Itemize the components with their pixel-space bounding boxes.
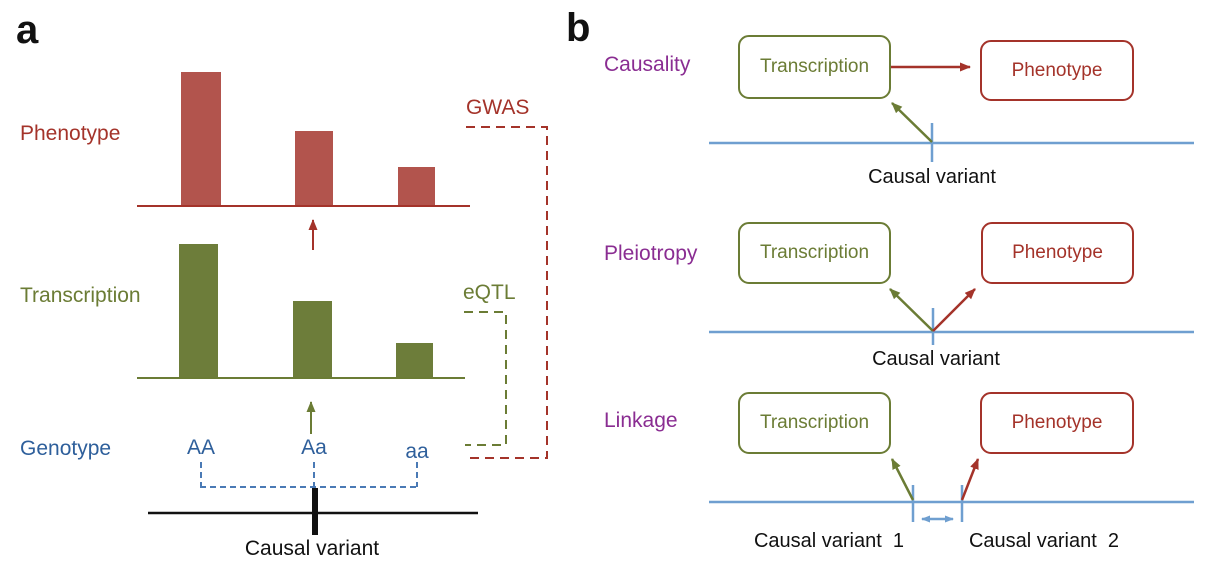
transcription-bar-aa: [396, 343, 433, 378]
panel-a-letter: a: [16, 8, 39, 52]
eqtl-label: eQTL: [463, 281, 516, 304]
b3-arrow-variant1-to-transcription: [890, 458, 915, 501]
genotype-aa-label: aa: [405, 440, 429, 463]
b1-arrow-variant-to-transcription: [891, 102, 933, 143]
phenotype-bar-AA: [181, 72, 221, 206]
b3-transcription-box: Transcription: [738, 392, 891, 454]
b3-arrow-variant2-to-phenotype: [960, 458, 980, 501]
b2-transcription-box-label: Transcription: [759, 242, 870, 263]
transcription-row-label: Transcription: [20, 284, 141, 307]
b1-causal-variant-label: Causal variant: [868, 166, 996, 188]
b3-transcription-box-label: Transcription: [759, 412, 870, 433]
phenotype-bar-Aa: [295, 131, 333, 206]
eqtl-dashed-bracket: [464, 311, 507, 446]
genotype-row-label: Genotype: [20, 437, 112, 460]
b2-arrow-variant-to-transcription: [889, 288, 934, 332]
b1-transcription-box-label: Transcription: [759, 56, 870, 77]
b3-phenotype-box: Phenotype: [980, 392, 1134, 454]
b2-phenotype-box-label: Phenotype: [1012, 242, 1103, 263]
b2-causal-variant-label: Causal variant: [872, 348, 1000, 370]
b2-transcription-box: Transcription: [738, 222, 891, 284]
b2-arrow-variant-to-phenotype: [932, 288, 976, 332]
genotype-Aa-label: Aa: [301, 436, 327, 459]
b1-transcription-box: Transcription: [738, 35, 891, 99]
row-pleiotropy-label: Pleiotropy: [604, 242, 698, 265]
phenotype-row-label: Phenotype: [20, 122, 121, 145]
row-causality-label: Causality: [604, 53, 691, 76]
b1-phenotype-box-label: Phenotype: [1011, 59, 1103, 81]
row-linkage-label: Linkage: [604, 409, 678, 432]
transcription-bar-Aa: [293, 301, 332, 378]
b3-causal-variant-1-label: Causal variant 1: [753, 530, 905, 552]
genotype-dashed-bracket: [200, 462, 418, 488]
b3-phenotype-box-label: Phenotype: [1011, 412, 1103, 433]
causal-variant-label-a: Causal variant: [244, 537, 380, 560]
b2-phenotype-box: Phenotype: [981, 222, 1134, 284]
b1-phenotype-box: Phenotype: [980, 40, 1134, 101]
transcription-bar-AA: [179, 244, 218, 378]
genotype-AA-label: AA: [186, 436, 216, 459]
panel-b-letter: b: [566, 6, 591, 50]
gwas-label: GWAS: [466, 96, 530, 119]
gwas-dashed-bracket: [465, 126, 548, 459]
phenotype-bar-aa: [398, 167, 435, 206]
b3-causal-variant-2-label: Causal variant 2: [968, 530, 1120, 552]
